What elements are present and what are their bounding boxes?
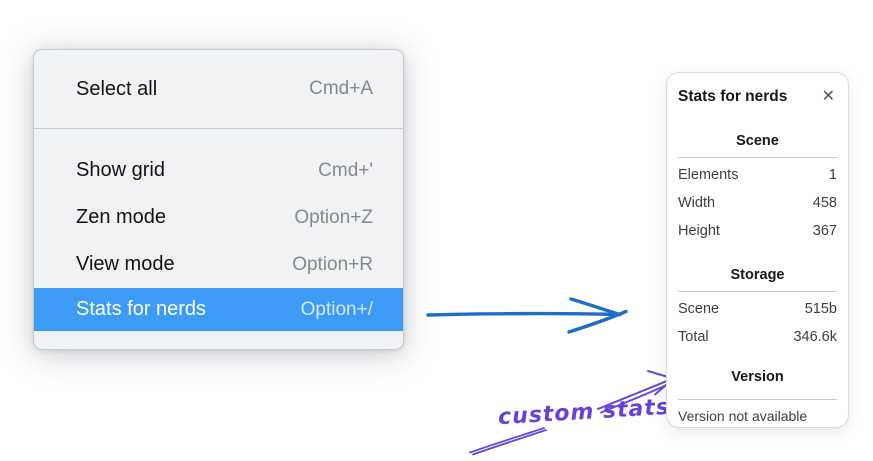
divider: [678, 157, 837, 158]
stat-row-height: Height 367: [678, 217, 837, 245]
stat-row-scene: Scene 515b: [678, 295, 837, 323]
custom-stats-annotation: custom stats: [497, 394, 671, 431]
menu-item-show-grid[interactable]: Show grid Cmd+': [34, 147, 403, 194]
scene-rows: Elements 1 Width 458 Height 367: [678, 161, 837, 245]
menu-section-top: Select all Cmd+A: [34, 50, 403, 128]
menu-item-label: View mode: [76, 253, 175, 275]
stat-row-total: Total 346.6k: [678, 323, 837, 351]
stat-label: Scene: [678, 301, 720, 317]
stats-panel-header: Stats for nerds ✕: [678, 85, 837, 109]
stat-value: 1: [828, 167, 837, 183]
menu-item-select-all[interactable]: Select all Cmd+A: [34, 51, 403, 127]
stat-value: 367: [812, 223, 837, 239]
stat-row-width: Width 458: [678, 189, 837, 217]
menu-item-shortcut: Option+/: [300, 298, 373, 320]
stats-panel: Stats for nerds ✕ Scene Elements 1 Width…: [666, 72, 849, 428]
blue-arrow: [426, 297, 628, 334]
menu-item-shortcut: Option+Z: [294, 206, 373, 228]
menu-item-shortcut: Cmd+': [318, 159, 373, 181]
menu-item-view-mode[interactable]: View mode Option+R: [34, 241, 403, 288]
menu-item-shortcut: Option+R: [292, 253, 373, 275]
menu-item-label: Show grid: [76, 159, 165, 181]
menu-item-label: Stats for nerds: [76, 298, 207, 320]
menu-separator: [34, 128, 403, 129]
panel-title: Stats for nerds: [678, 88, 788, 105]
stat-value: 346.6k: [793, 329, 837, 345]
stat-label: Width: [678, 195, 716, 211]
stat-label: Total: [678, 329, 709, 345]
storage-rows: Scene 515b Total 346.6k: [678, 295, 837, 351]
menu-item-label: Zen mode: [76, 206, 167, 228]
close-icon[interactable]: ✕: [821, 88, 835, 105]
stat-label: Elements: [678, 167, 739, 183]
menu-section-bottom: Show grid Cmd+' Zen mode Option+Z View m…: [34, 129, 403, 331]
stat-value: 515b: [804, 301, 837, 317]
menu-item-shortcut: Cmd+A: [309, 78, 373, 99]
menu-item-stats-for-nerds[interactable]: Stats for nerds Option+/: [34, 288, 403, 331]
divider: [678, 399, 837, 400]
section-heading-storage: Storage: [730, 267, 785, 283]
menu-item-zen-mode[interactable]: Zen mode Option+Z: [34, 194, 403, 241]
stat-label: Height: [678, 223, 720, 239]
stat-row-elements: Elements 1: [678, 161, 837, 189]
context-menu: Select all Cmd+A Show grid Cmd+' Zen mod…: [33, 49, 404, 350]
divider: [678, 291, 837, 292]
menu-item-label: Select all: [76, 77, 158, 100]
purple-line: [469, 427, 547, 456]
stat-value: 458: [812, 195, 837, 211]
version-note: Version not available: [678, 408, 808, 424]
section-heading-scene: Scene: [736, 133, 779, 149]
section-heading-version: Version: [731, 369, 784, 385]
